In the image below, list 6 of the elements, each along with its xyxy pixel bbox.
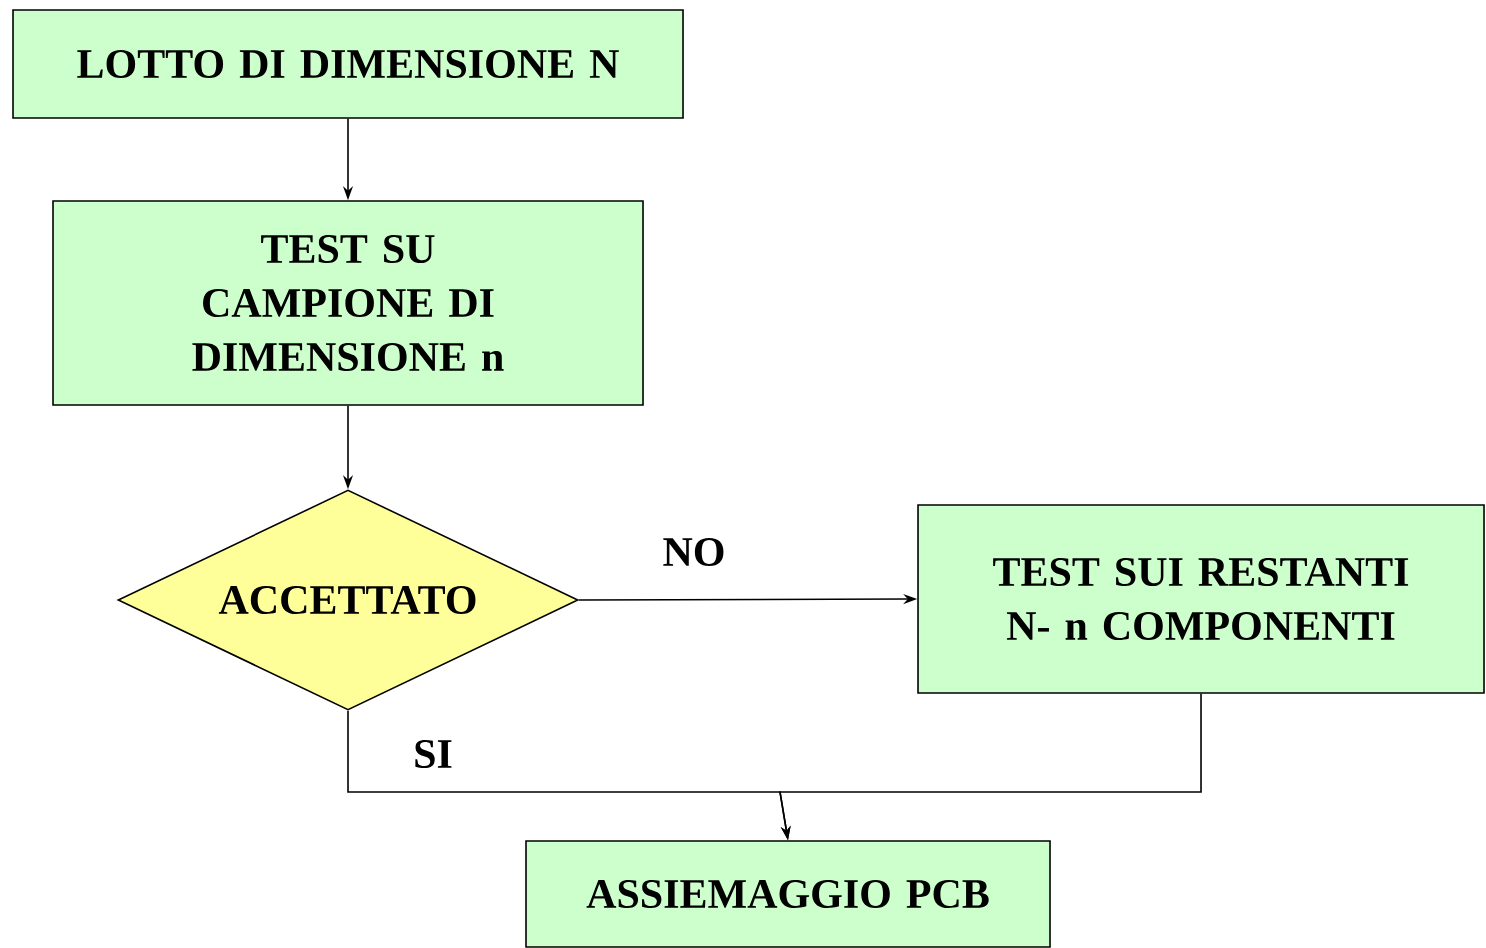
process-box: ASSIEMAGGIO PCB <box>525 840 1051 948</box>
edge-label: SI <box>411 737 455 771</box>
edge-label: NO <box>660 535 728 569</box>
process-box: LOTTO DI DIMENSIONE N <box>12 9 684 119</box>
process-box: TEST SUI RESTANTI N- n COMPONENTI <box>917 504 1485 694</box>
process-box: TEST SU CAMPIONE DI DIMENSIONE n <box>52 200 644 406</box>
